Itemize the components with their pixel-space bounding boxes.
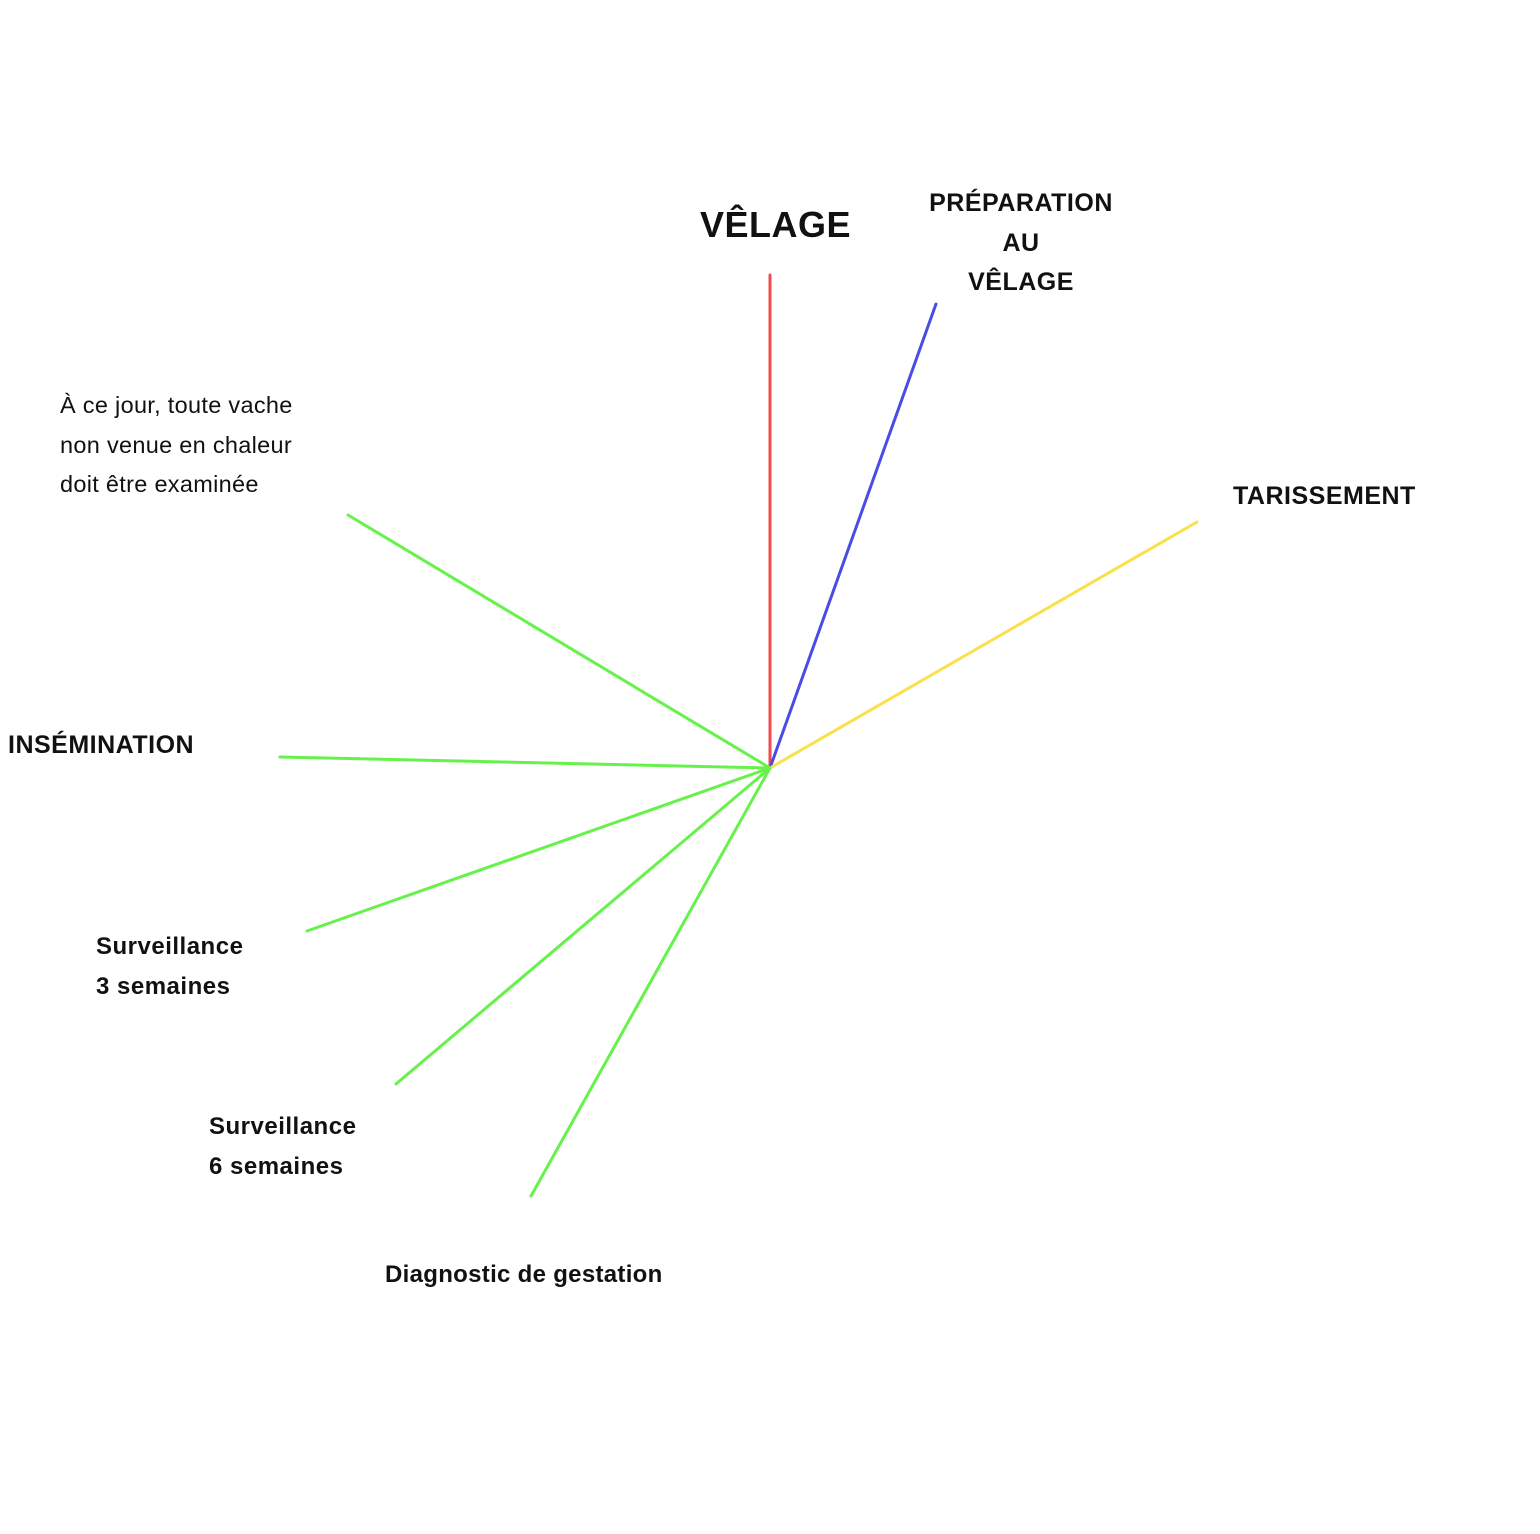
velage-label: VÊLAGE	[700, 204, 852, 245]
diagnostic-spoke	[529, 766, 772, 1198]
insemination-label: INSÉMINATION	[8, 731, 195, 759]
exam-spoke	[346, 513, 772, 770]
exam-note-line: doit être examinée	[60, 471, 259, 497]
tarissement-spoke	[768, 520, 1199, 770]
surveillance-6-label: Surveillance 6 semaines	[209, 1107, 356, 1187]
diagnostic-label: Diagnostic de gestation	[385, 1261, 663, 1288]
surveillance-6-spoke	[394, 766, 772, 1086]
preparation-spoke	[768, 302, 938, 770]
surveillance-3-spoke	[305, 766, 772, 933]
exam-note-line: non venue en chaleur	[60, 431, 293, 458]
preparation-label: PRÉPARATION AU VÊLAGE	[905, 184, 1137, 303]
surveillance-6-label-line: Surveillance	[209, 1113, 357, 1140]
preparation-label-line: VÊLAGE	[968, 268, 1074, 296]
surveillance-3-label-line: 3 semaines	[96, 973, 231, 1000]
exam-note: À ce jour, toute vache non venue en chal…	[60, 386, 293, 505]
surveillance-6-label-line: 6 semaines	[209, 1153, 344, 1180]
preparation-label-line: PRÉPARATION	[929, 189, 1113, 217]
insemination-spoke	[278, 755, 772, 770]
preparation-label-line: AU	[1002, 228, 1040, 257]
surveillance-3-label: Surveillance 3 semaines	[96, 927, 243, 1007]
surveillance-3-label-line: Surveillance	[96, 933, 244, 960]
exam-note-line: À ce jour, toute vache	[60, 392, 293, 418]
tarissement-label: TARISSEMENT	[1233, 482, 1416, 510]
